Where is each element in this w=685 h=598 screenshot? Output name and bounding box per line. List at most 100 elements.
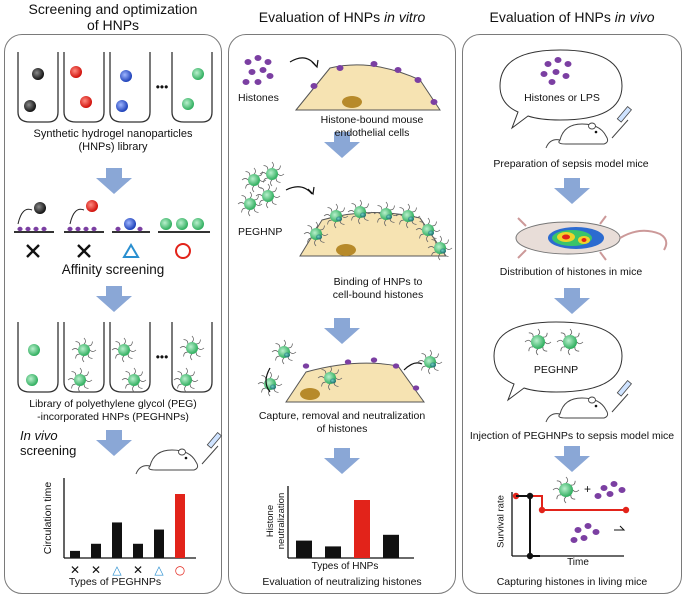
peghnp-particle <box>71 337 97 363</box>
peghnp-particle <box>67 367 93 393</box>
peghnp-particle <box>179 335 205 361</box>
mouse-icon <box>545 380 633 423</box>
panel3-bottom-caption: Capturing histones in living mice <box>496 576 648 588</box>
np-red <box>70 66 82 78</box>
cells-caption: Histone-bound mouse endothelial cells <box>320 114 424 139</box>
peghnp-particle <box>237 191 263 217</box>
np-black <box>24 100 36 112</box>
np-green <box>192 68 204 80</box>
peghnp-particle <box>121 367 147 393</box>
chart1-bars <box>70 494 185 558</box>
np-black <box>32 68 44 80</box>
endothelial-cell <box>299 211 447 257</box>
mouse-icon <box>135 432 223 475</box>
chart3-ylabel: Survival rate <box>495 495 507 548</box>
distribution-caption: Distribution of histones in mice <box>499 266 643 278</box>
bar-1 <box>91 543 101 558</box>
triangle-icon <box>122 243 140 258</box>
chart3-xlabel: Time <box>567 557 589 568</box>
capture-caption: Capture, removal and neutralization of h… <box>258 410 426 435</box>
bar-3 <box>383 534 399 558</box>
invivo-screening-label: In vivo screening <box>20 428 77 458</box>
bar-0 <box>70 550 80 558</box>
peghnp-particle <box>257 371 283 397</box>
affinity-label: Affinity screening <box>61 262 165 277</box>
np-green <box>182 98 194 110</box>
histones-label: Histones <box>238 92 279 104</box>
histone-cluster <box>594 481 626 499</box>
mouse-icon <box>545 106 633 149</box>
speech-bubble <box>493 321 623 402</box>
tick-symbol-4: △ <box>154 563 164 577</box>
mouse-heatmap-icon <box>515 215 668 261</box>
bar-1 <box>325 546 341 558</box>
histone-cluster <box>242 55 274 85</box>
bar-2 <box>354 500 370 558</box>
panel1-title: Screening and optimization of HNPs <box>28 1 198 33</box>
peghnp-particle <box>417 349 443 375</box>
cell-nucleus <box>336 244 356 256</box>
peghnp-library-tubes <box>17 322 213 393</box>
peghnp-particle <box>259 161 285 187</box>
survival-curve-black <box>516 492 540 560</box>
down-arrow <box>324 448 360 474</box>
tick-symbol-0: ✕ <box>70 563 80 577</box>
down-arrow <box>96 430 132 456</box>
prep-caption: Preparation of sepsis model mice <box>493 158 649 170</box>
tick-symbol-3: ✕ <box>133 563 143 577</box>
binding-caption: Binding of HNPs to cell-bound histones <box>332 276 424 301</box>
bubble1-label: Histones or LPS <box>524 92 600 104</box>
chart3-axes <box>511 492 624 557</box>
cell-nucleus <box>300 388 320 400</box>
tick-symbol-2: △ <box>112 563 122 577</box>
chart1-axes <box>63 478 196 559</box>
bar-3 <box>133 543 143 558</box>
circle-icon <box>175 243 191 259</box>
speech-bubble <box>499 49 623 130</box>
panel2-bottom-caption: Evaluation of neutralizing histones <box>262 576 422 588</box>
peg-caption: Library of polyethylene glycol (PEG) -in… <box>29 398 197 423</box>
peghnp-particle <box>255 183 281 209</box>
peghnp-particle <box>524 328 552 356</box>
cross-icon <box>26 244 40 258</box>
chart1-ylabel: Circulation time <box>42 481 54 555</box>
bar-2 <box>112 522 122 558</box>
bar-4 <box>154 529 164 558</box>
cell-nucleus <box>342 96 362 108</box>
tick-symbol-5: ○ <box>175 563 185 577</box>
panel-in-vitro <box>228 34 456 594</box>
library-caption: Synthetic hydrogel nanoparticles (HNPs) … <box>33 128 193 153</box>
np-red <box>80 96 92 108</box>
bar-5 <box>175 494 185 558</box>
down-arrow <box>554 288 590 314</box>
panel-screening <box>4 34 222 594</box>
histone-cluster <box>540 57 572 85</box>
np-blue <box>116 100 128 112</box>
np-blue <box>120 70 132 82</box>
chart2-xlabel: Types of HNPs <box>311 561 379 572</box>
peghnp-particle <box>556 328 584 356</box>
endothelial-cell <box>294 64 441 111</box>
down-arrow <box>96 286 132 312</box>
library-ellipsis: ••• <box>155 80 169 94</box>
down-arrow <box>324 132 360 158</box>
chart1-xlabel: Types of PEGHNPs <box>68 576 162 588</box>
injection-caption: Injection of PEGHNPs to sepsis model mic… <box>469 430 675 442</box>
bounce-arrow <box>69 208 85 225</box>
down-arrow <box>554 178 590 204</box>
down-arrow <box>554 446 590 472</box>
peghnp-label: PEGHNP <box>238 226 283 238</box>
chart2-ylabel: Histone neutralization <box>265 492 287 550</box>
chart2-bars <box>296 500 399 558</box>
peghnp-particle <box>111 337 137 363</box>
peghnp-particle <box>241 167 267 193</box>
hnp-library-tubes <box>17 52 213 123</box>
bubble2-label: PEGHNP <box>533 364 579 376</box>
peghnp-particle <box>173 367 199 393</box>
down-arrow <box>324 318 360 344</box>
plus-sign: + <box>584 482 592 496</box>
surface-histones <box>17 226 143 232</box>
panel3-title: Evaluation of HNPs in vivo <box>489 9 655 25</box>
tick-symbol-1: ✕ <box>91 563 101 577</box>
